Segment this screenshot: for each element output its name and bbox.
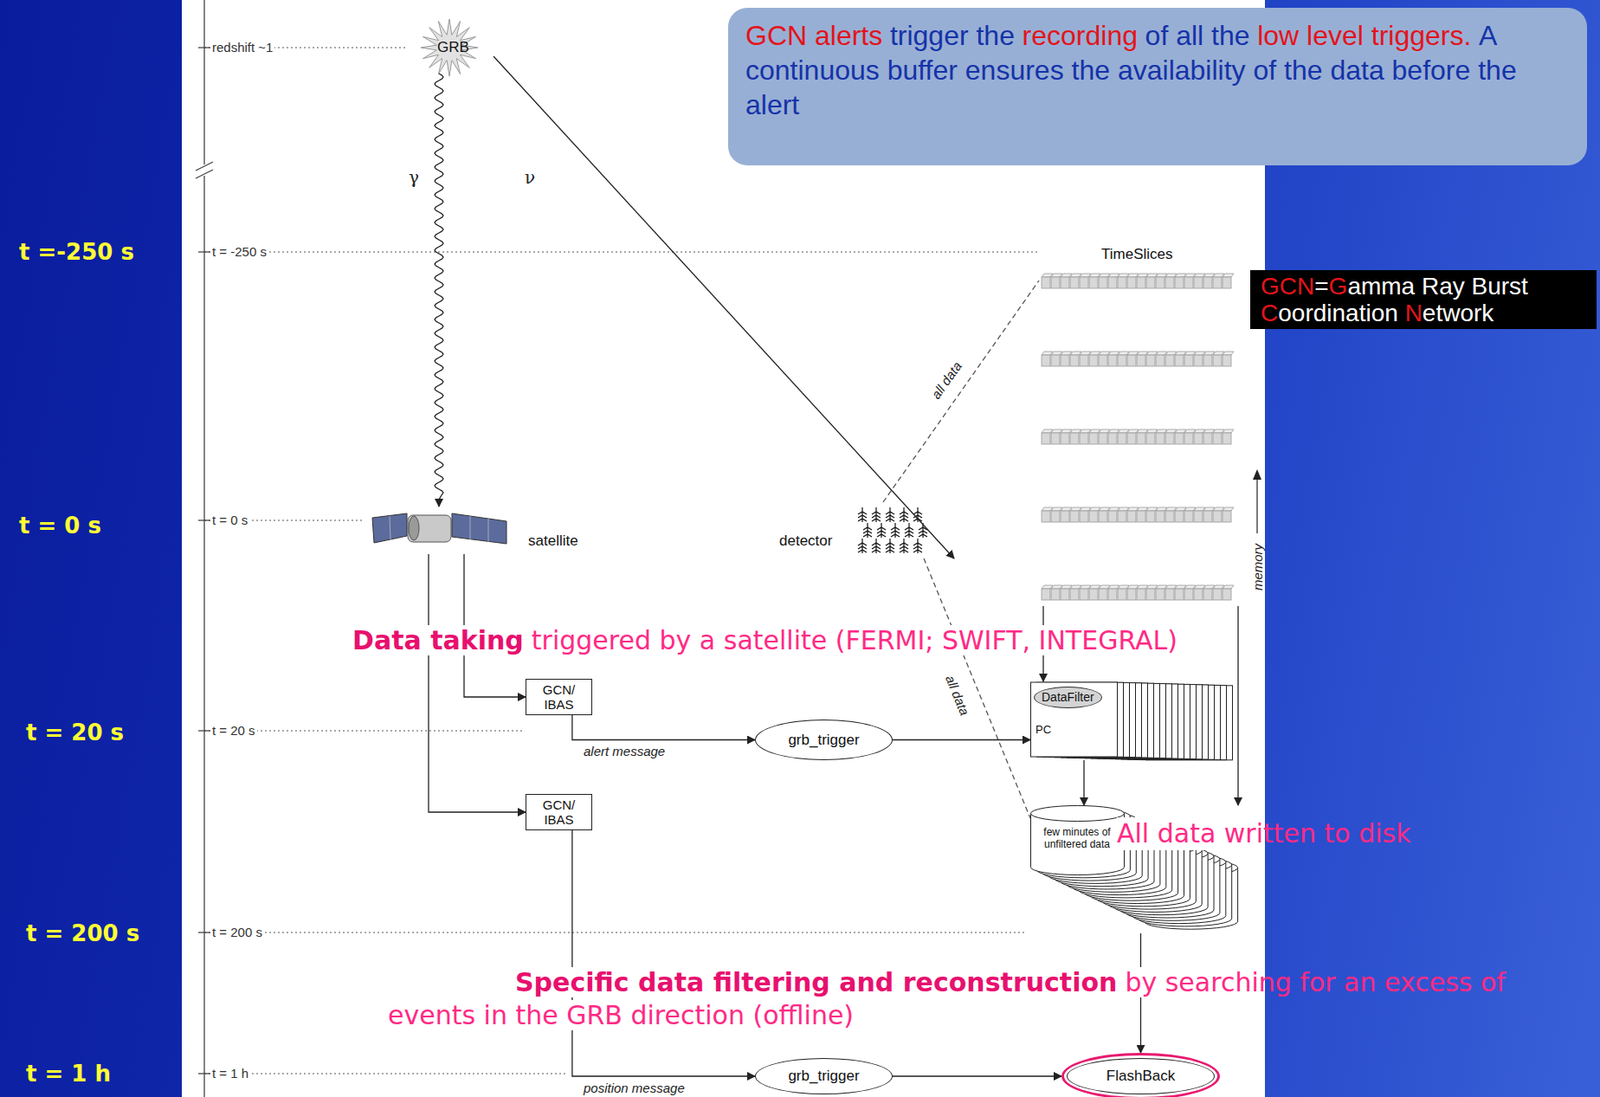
node-text: DataFilter bbox=[1033, 686, 1103, 709]
connector bbox=[923, 558, 1031, 819]
time-marker: t = 20 s bbox=[25, 719, 124, 746]
axis-label: t = 20 s bbox=[210, 722, 258, 739]
annotation: Data takingtriggered by a satellite (FER… bbox=[352, 624, 1178, 658]
detector: detector bbox=[774, 502, 962, 559]
node-text: PC bbox=[1035, 722, 1052, 736]
node-text: GCN bbox=[1260, 272, 1315, 300]
node-text: trigger the bbox=[890, 19, 1015, 52]
gcn-ibas-box: GCN/ IBAS bbox=[525, 793, 593, 831]
annotation-text: Data taking bbox=[352, 625, 524, 656]
memory-arrow bbox=[1252, 469, 1262, 534]
datafilter-stack: DataFilterPC bbox=[1030, 681, 1240, 761]
axis-label: t = 200 s bbox=[210, 924, 265, 941]
time-marker: t =-250 s bbox=[19, 238, 135, 265]
annotation: Specific data filtering and reconstructi… bbox=[387, 966, 1531, 1033]
node-text: oordination bbox=[1277, 299, 1399, 327]
axis-label: t = 1 h bbox=[210, 1065, 251, 1082]
trigger-ellipse: grb_trigger bbox=[754, 719, 893, 761]
node-text: N bbox=[1405, 299, 1423, 327]
node-text: satellite bbox=[528, 532, 579, 550]
node-text: TimeSlices bbox=[1101, 245, 1174, 264]
connector bbox=[1083, 760, 1084, 806]
node-text: GCN/ IBAS bbox=[529, 682, 589, 712]
satellite: satellite bbox=[363, 506, 598, 555]
time-marker: t = 0 s bbox=[19, 512, 102, 539]
edge-label: position message bbox=[581, 1080, 687, 1096]
node-text: recording bbox=[1022, 19, 1138, 52]
flashback-ellipse: FlashBack bbox=[1066, 1058, 1215, 1095]
node-text: FlashBack bbox=[1106, 1067, 1175, 1085]
time-marker: t = 200 s bbox=[25, 920, 140, 947]
connector bbox=[428, 554, 526, 813]
node-text: detector bbox=[779, 532, 833, 550]
connector bbox=[572, 830, 755, 1077]
node-text: of all the bbox=[1145, 19, 1251, 52]
node-text: GCN alerts bbox=[745, 19, 883, 52]
node-text: few minutes of unfiltered data bbox=[1033, 825, 1121, 851]
trigger-ellipse: grb_trigger bbox=[754, 1058, 893, 1095]
edge-label: ν bbox=[522, 167, 537, 188]
axis-label: redshift ~1 bbox=[210, 39, 275, 56]
annotation-text: Specific data filtering and reconstructi… bbox=[515, 967, 1117, 998]
edge-label: all data bbox=[941, 671, 974, 720]
callout-box: GCN alertstrigger therecordingof all the… bbox=[728, 7, 1588, 166]
axis-ticks bbox=[198, 47, 211, 1074]
connector bbox=[892, 739, 1031, 741]
node-text: grb_trigger bbox=[787, 1067, 859, 1085]
time-gridlines bbox=[204, 47, 1039, 1074]
connector bbox=[572, 715, 755, 741]
node-text: G bbox=[1329, 272, 1349, 300]
connector bbox=[892, 1075, 1062, 1077]
edge-label: alert message bbox=[581, 743, 667, 759]
node-text: GRB bbox=[437, 38, 470, 57]
acronym-box: GCN=Gamma Ray BurstCoordinationNetwork bbox=[1250, 270, 1597, 330]
node-text: low level triggers. bbox=[1257, 19, 1471, 52]
detector-strings bbox=[858, 507, 928, 554]
memory-label: memory bbox=[1250, 541, 1265, 593]
edge-label: all data bbox=[927, 357, 966, 404]
gcn-ibas-box: GCN/ IBAS bbox=[525, 678, 593, 716]
connector bbox=[434, 73, 444, 507]
node-text: etwork bbox=[1422, 299, 1494, 327]
axis-label: t = -250 s bbox=[210, 244, 269, 260]
annotation-text: All data written to disk bbox=[1116, 817, 1412, 851]
grb-source: GRB bbox=[406, 21, 494, 74]
timeslice-cells bbox=[1038, 242, 1243, 607]
satellite-icon bbox=[372, 513, 507, 544]
connector bbox=[1237, 606, 1239, 806]
axis-label: t = 0 s bbox=[210, 512, 250, 529]
annotation-text: triggered by a satellite (FERMI; SWIFT, … bbox=[531, 625, 1178, 656]
node-text: grb_trigger bbox=[787, 731, 859, 749]
connector bbox=[883, 280, 1039, 503]
edge-label: γ bbox=[406, 167, 421, 188]
node-text: GCN/ IBAS bbox=[529, 797, 589, 827]
grb-star bbox=[420, 19, 478, 77]
time-marker: t = 1 h bbox=[25, 1060, 111, 1087]
timeslices-buffer: TimeSlices bbox=[1038, 242, 1243, 607]
node-text: C bbox=[1260, 299, 1278, 327]
node-text: amma Ray Burst bbox=[1347, 272, 1529, 300]
node-text: = bbox=[1314, 272, 1329, 300]
